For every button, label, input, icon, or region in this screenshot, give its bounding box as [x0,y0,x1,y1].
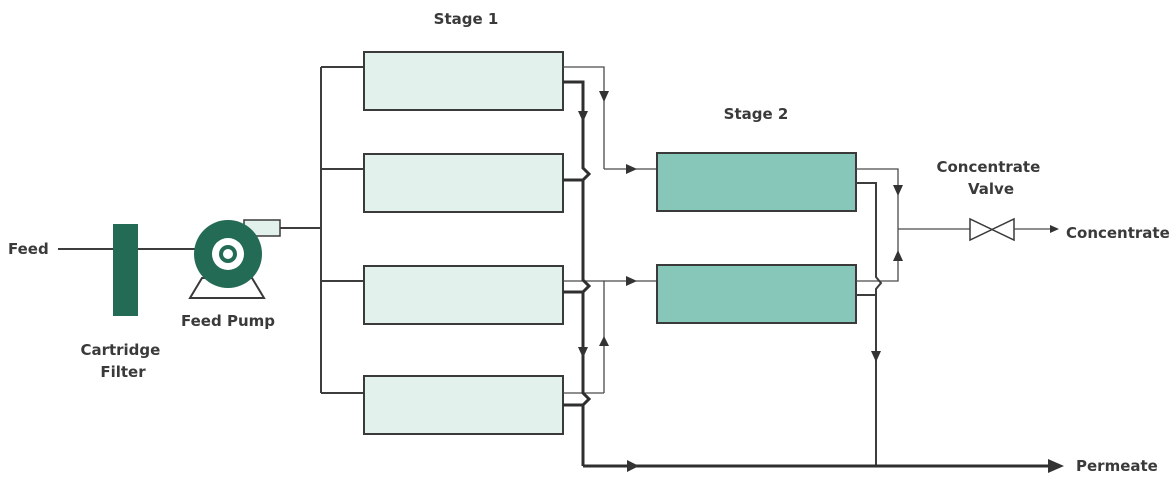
stage2-concentrate-lines [856,168,970,282]
cartridge-filter-label-line2: Filter [100,363,146,381]
feed-pump [188,219,281,299]
stage1-permeate-lines [563,80,592,466]
stage2-permeate-lines [856,182,883,466]
feed-manifold [280,66,364,394]
stage1-concentrate-lines [563,66,657,394]
stage2-module-2 [656,264,857,324]
stage1-module-4 [363,375,564,435]
cartridge-filter-label: Cartridge Filter [80,341,165,381]
stage1-label: Stage 1 [434,10,499,28]
stage1-module-1 [363,51,564,111]
permeate-header-mid-arrow [627,460,639,472]
feed-pump-label: Feed Pump [181,312,275,330]
stage1-module-2 [363,153,564,213]
stage2-module-1 [656,152,857,212]
stage2-label: Stage 2 [724,105,789,123]
concentrate-valve-label: Concentrate Valve [936,158,1045,198]
concentrate-valve-label-line2: Valve [968,180,1014,198]
concentrate-arrow [1050,225,1059,233]
permeate-arrow [1048,459,1064,473]
permeate-label: Permeate [1076,457,1158,475]
concentrate-valve [969,217,1015,242]
concentrate-valve-label-line1: Concentrate [936,158,1040,176]
stage1-module-3 [363,265,564,325]
feed-label: Feed [8,240,49,258]
concentrate-label: Concentrate [1066,224,1170,242]
cartridge-filter-label-line1: Cartridge [80,341,160,359]
pump-eye [223,249,233,259]
cartridge-filter [113,224,138,316]
